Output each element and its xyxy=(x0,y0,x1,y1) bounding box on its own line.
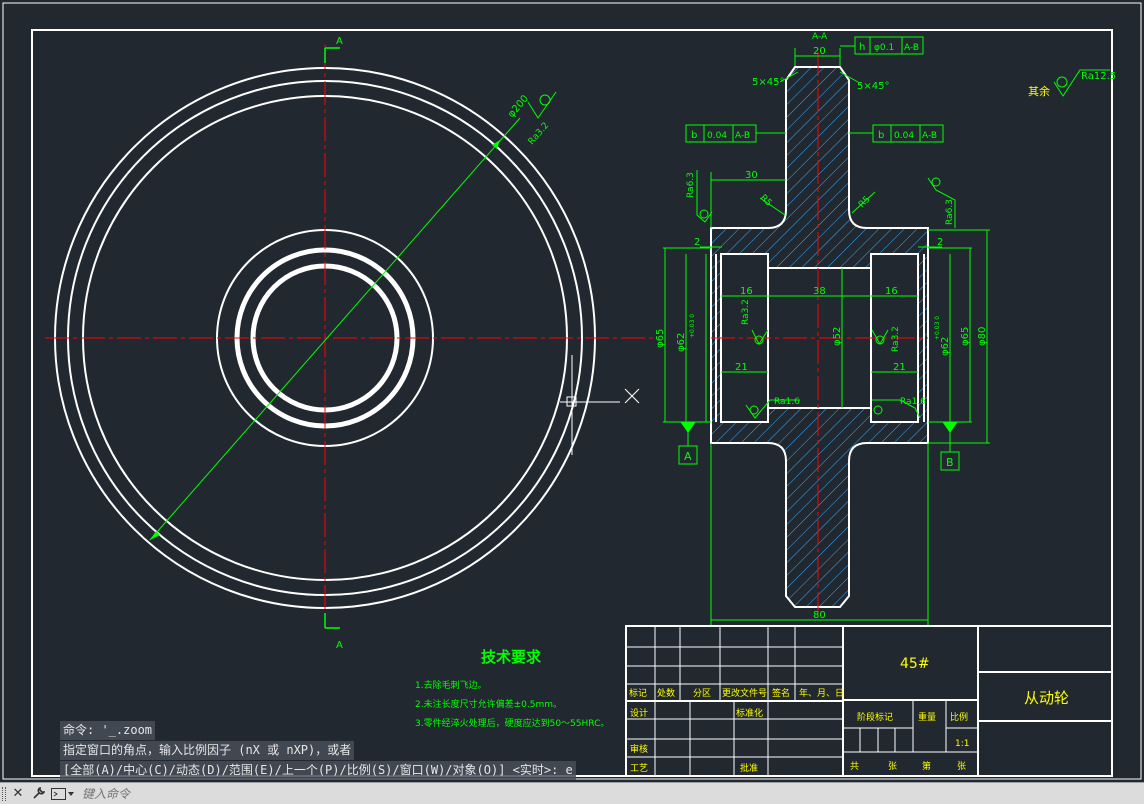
drawing-canvas[interactable]: A A φ200 Ra3.2 A-A xyxy=(0,0,1144,782)
wrench-icon[interactable] xyxy=(28,783,48,804)
tb-design: 设计 xyxy=(630,707,648,719)
datum-b xyxy=(940,421,960,471)
tol-h-val: φ0.1 xyxy=(874,43,894,53)
hdr-fenqu: 分区 xyxy=(693,688,711,699)
hdr-date: 年、月、日 xyxy=(799,687,844,699)
close-icon[interactable]: ✕ xyxy=(12,786,24,801)
command-input[interactable] xyxy=(78,783,1144,804)
tb-review: 审核 xyxy=(630,743,648,755)
tb-approve: 批准 xyxy=(740,762,758,774)
part-name: 从动轮 xyxy=(1024,689,1069,707)
material: 45# xyxy=(900,656,930,672)
section-label-bottom: A xyxy=(336,640,343,651)
dim-2-left: 2 xyxy=(694,237,700,248)
section-label-top: A xyxy=(336,36,343,47)
tb-sheet-no: 第 xyxy=(922,760,931,772)
tol-b-left-sym: b xyxy=(691,130,697,141)
ra32-in-left: Ra3.2 xyxy=(741,299,751,325)
tech-item-1: 1.去除毛刺飞边。 xyxy=(415,679,487,691)
ra32-in-right: Ra3.2 xyxy=(891,326,901,352)
tol-frame-b-left xyxy=(685,124,786,143)
ra32-front-label: Ra3.2 xyxy=(527,121,552,147)
command-history: 命令: '_.zoom 指定窗口的角点，输入比例因子 (nX 或 nXP)，或者… xyxy=(60,721,576,781)
hdr-biaoji: 标记 xyxy=(629,687,647,699)
phi200-label: φ200 xyxy=(506,93,531,120)
ra16-right: Ra1.6 xyxy=(900,397,926,407)
dim-20 xyxy=(794,48,841,66)
command-recent-dropdown[interactable] xyxy=(48,783,78,804)
command-bar-grip[interactable] xyxy=(0,783,8,804)
tb-standard: 标准化 xyxy=(736,707,763,719)
tb-total: 共 xyxy=(850,761,859,772)
tb-sheets1: 张 xyxy=(888,761,897,772)
dim-38: 38 xyxy=(813,286,826,297)
cursor-crosshair xyxy=(560,355,640,455)
phi200-leader xyxy=(149,117,521,541)
dim-16-right: 16 xyxy=(885,286,898,297)
datum-a-label: A xyxy=(684,450,692,463)
tb-scale-label: 比例 xyxy=(950,711,968,723)
dim-16-left: 16 xyxy=(740,286,753,297)
roughness-symbol-front xyxy=(527,91,557,119)
dim-80 xyxy=(710,443,929,626)
cad-drawing: A A φ200 Ra3.2 A-A xyxy=(2,2,1142,780)
dim-80-label: 80 xyxy=(813,610,826,621)
section-mark-bottom xyxy=(324,613,340,629)
hdr-qianming: 签名 xyxy=(772,687,790,699)
command-history-line: 命令: '_.zoom xyxy=(60,721,156,740)
phi65-left: φ65 xyxy=(655,329,666,348)
tol-b-left-ref: A-B xyxy=(735,131,750,141)
tol-h-sym: h xyxy=(859,42,865,53)
phi52: φ52 xyxy=(832,327,843,346)
dim-21-right: 21 xyxy=(893,362,906,373)
section-view-title: A-A xyxy=(812,32,828,42)
command-prompt-icon xyxy=(51,787,74,800)
dim-21-left: 21 xyxy=(735,362,748,373)
phi62-left: φ62 xyxy=(676,333,687,352)
datum-b-label: B xyxy=(946,456,954,469)
tb-stage: 阶段标记 xyxy=(857,711,893,723)
tech-title: 技术要求 xyxy=(481,648,542,666)
tb-sheets2: 张 xyxy=(957,761,966,772)
section-mark-top xyxy=(324,47,340,63)
ra125-label: Ra12.5 xyxy=(1081,71,1116,82)
r5-left: R5 xyxy=(758,193,774,209)
tb-weight: 重量 xyxy=(918,711,936,723)
ra63-right: Ra6.3 xyxy=(945,199,955,225)
title-block xyxy=(625,625,1113,777)
rest-label: 其余 xyxy=(1028,84,1050,98)
command-bar: ✕ xyxy=(0,782,1144,804)
tol-b-right-sym: b xyxy=(878,130,884,141)
tol-b-right-val: 0.04 xyxy=(894,131,914,141)
tol-frame-b-right xyxy=(849,124,944,143)
tb-scale: 1:1 xyxy=(955,739,969,749)
roughness-symbol-rest xyxy=(1053,69,1110,97)
chamfer-right: 5×45° xyxy=(857,81,889,92)
phi62-right: φ62 xyxy=(940,337,951,356)
tol-b-right-ref: A-B xyxy=(922,131,937,141)
dim-2-right: 2 xyxy=(937,237,943,248)
hdr-gengai: 更改文件号 xyxy=(722,687,767,699)
tol-b-left-val: 0.04 xyxy=(707,131,727,141)
dim-left-verticals xyxy=(663,247,711,423)
phi62-right-tol: +0.03 0 xyxy=(934,316,941,340)
ra16-left: Ra1.6 xyxy=(774,397,800,407)
tb-process: 工艺 xyxy=(630,763,648,774)
dim-30 xyxy=(710,172,786,228)
tol-h-ref: A-B xyxy=(904,43,919,53)
phi62-left-tol: +0.03 0 xyxy=(689,314,696,338)
tol-frame-h xyxy=(840,36,924,55)
hdr-chushu: 处数 xyxy=(657,687,675,699)
tech-item-2: 2.未注长度尺寸允许偏差±0.5mm。 xyxy=(415,698,562,710)
tech-item-3: 3.零件经淬火处理后，硬度应达到50～55HRC。 xyxy=(415,717,609,729)
chamfer-left: 5×45° xyxy=(752,77,784,88)
phi65-right: φ65 xyxy=(960,327,971,346)
command-history-line: [全部(A)/中心(C)/动态(D)/范围(E)/上一个(P)/比例(S)/窗口… xyxy=(60,761,576,780)
command-history-line: 指定窗口的角点，输入比例因子 (nX 或 nXP)，或者 xyxy=(60,741,355,760)
datum-a xyxy=(678,421,698,465)
dim-20-label: 20 xyxy=(813,46,826,57)
ra63-left: Ra6.3 xyxy=(686,172,696,198)
dim-30-label: 30 xyxy=(745,170,758,181)
phi80: φ80 xyxy=(977,327,988,346)
